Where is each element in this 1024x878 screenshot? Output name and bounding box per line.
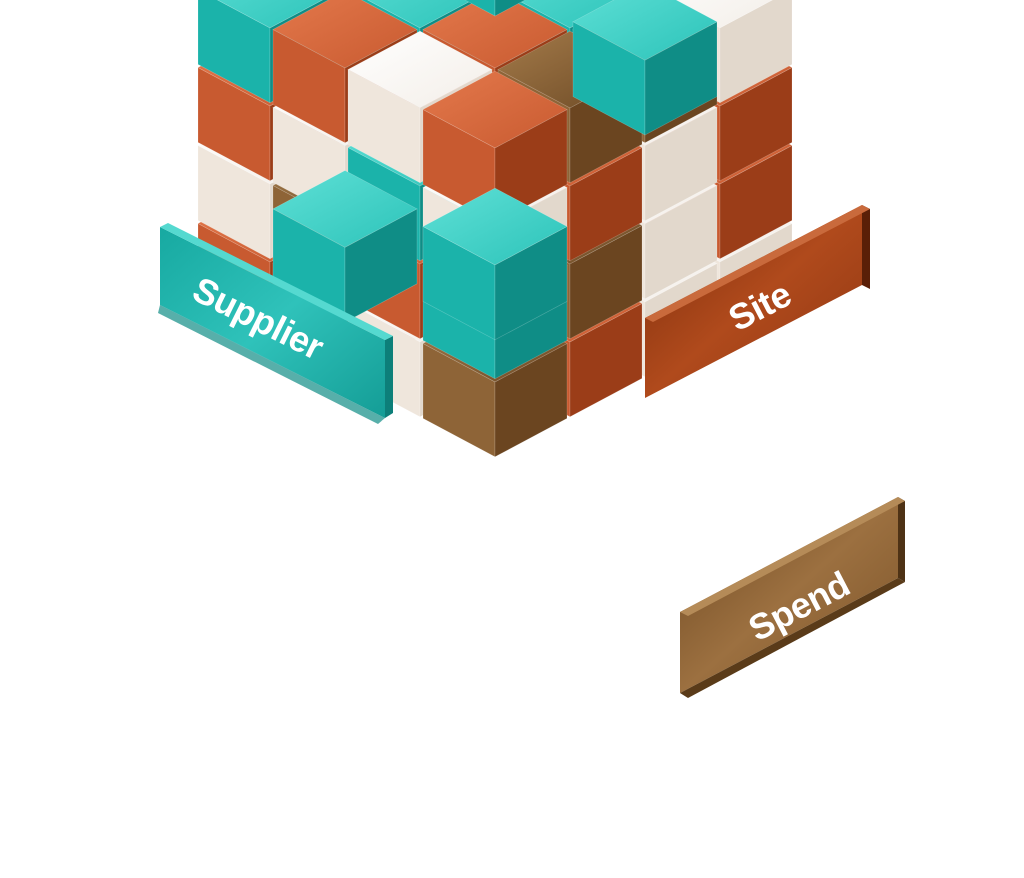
teal-cube-top-face: [367, 0, 473, 29]
orange-cube-top-face: [422, 70, 568, 149]
cream-cube-top-face: [347, 30, 493, 109]
teal-cube-top-face: [422, 187, 568, 266]
cube-grid: [197, 0, 793, 458]
cream-cube-top-face: [667, 0, 773, 29]
teal-cube-top-face: [517, 0, 623, 29]
orange-cube-top-face: [272, 0, 418, 69]
teal-cube-top-face: [272, 170, 418, 248]
supplier-banner: Supplier: [158, 223, 393, 424]
spend-banner: Spend: [680, 497, 905, 698]
orange-cube-top-face: [422, 0, 568, 69]
teal-cube-top-face: [217, 0, 323, 29]
teal-cube-top-face: [572, 0, 718, 61]
teal-cube-right-face: [494, 0, 526, 17]
